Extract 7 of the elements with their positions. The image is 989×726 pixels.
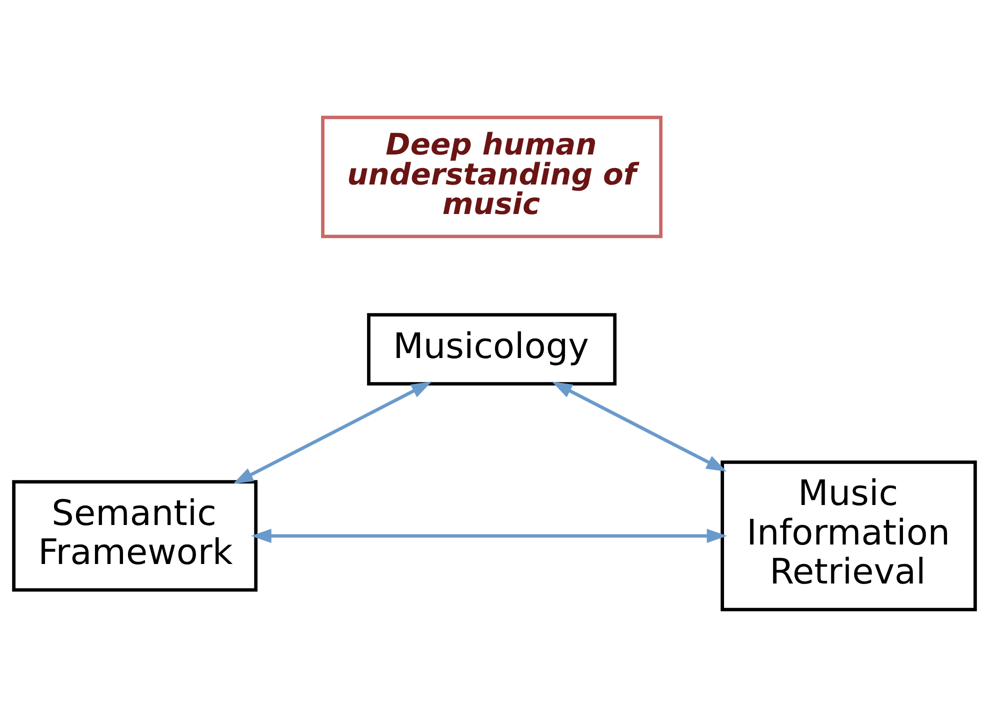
arrow xyxy=(552,381,727,472)
arrow xyxy=(251,528,728,543)
node-box: Musicology xyxy=(367,312,617,385)
node-box: Semantic Framework xyxy=(12,480,258,592)
node-box: Deep human understanding of music xyxy=(321,115,662,238)
node-box: Music Information Retrieval xyxy=(720,460,977,611)
arrow xyxy=(232,381,432,484)
